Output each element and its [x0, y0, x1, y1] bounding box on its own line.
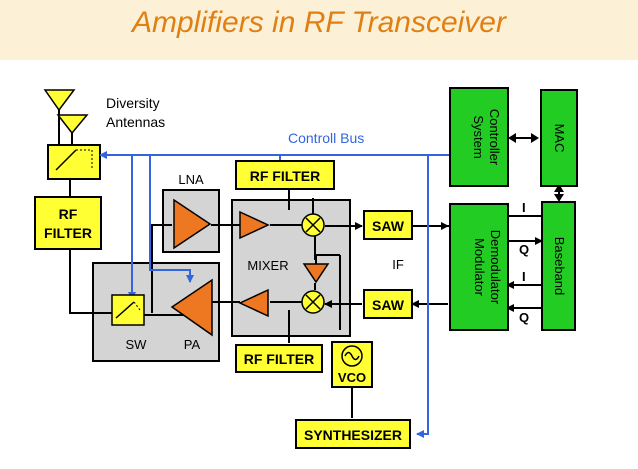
antenna-switch [47, 144, 101, 180]
saw-filter-bottom [363, 289, 413, 319]
pa-amplifier-icon [170, 278, 213, 337]
signal-wires [69, 137, 560, 418]
double-arrow-icon [508, 133, 564, 202]
saw-bottom-label: SAW [372, 297, 405, 313]
lo-feed-wire [315, 254, 340, 264]
control-bus-label: Controll Bus [288, 130, 364, 146]
rf-filter-bottom [235, 344, 323, 373]
sine-wave-icon [344, 351, 360, 361]
mac-label: MAC [552, 124, 567, 153]
mixer-icon [301, 213, 325, 237]
saw-top-label: SAW [372, 218, 405, 234]
lna-label: LNA [178, 172, 204, 187]
diversity-label-line1: Diversity [106, 95, 160, 111]
mixer-amplifier-icon [239, 210, 270, 240]
sw-label: SW [126, 337, 148, 352]
mac-block [540, 89, 578, 187]
system-controller-block [449, 87, 509, 187]
control-bus-lines [99, 151, 450, 438]
synthesizer-label: SYNTHESIZER [304, 427, 402, 443]
rf-filter-left [34, 196, 102, 250]
antenna-icon [56, 114, 89, 145]
lna-amplifier-icon [173, 198, 212, 250]
modulator-line2: Demodulator [488, 230, 503, 305]
baseband-label: Baseband [552, 237, 567, 296]
saw-filter-top [363, 210, 413, 240]
baseband-block [541, 201, 576, 331]
pa-label: PA [184, 337, 201, 352]
mixer-icon [301, 290, 325, 314]
rf-filter-top [235, 160, 335, 190]
mixer-label: MIXER [247, 258, 288, 273]
vco-label: VCO [338, 370, 366, 385]
system-controller-line1: System [471, 115, 486, 158]
system-controller-line2: Controller [487, 109, 502, 166]
page-title: Amplifiers in RF Transceiver [132, 6, 506, 39]
i-label-top: I [522, 200, 526, 215]
q-label-top: Q [519, 242, 529, 257]
rf-filter-left-line1: RF [59, 206, 78, 222]
if-label: IF [392, 257, 404, 272]
q-label-bottom: Q [519, 310, 529, 325]
rf-filter-bottom-label: RF FILTER [244, 351, 315, 367]
synthesizer-block [295, 419, 411, 449]
title-bar: Amplifiers in RF Transceiver [0, 0, 638, 60]
lna-panel [162, 189, 220, 253]
rf-filter-left-line2: FILTER [44, 225, 92, 241]
diversity-label-line2: Antennas [106, 114, 165, 130]
modulator-demodulator-block [449, 203, 509, 331]
tx-switch [111, 294, 145, 326]
modulator-line1: Modulator [472, 238, 487, 296]
i-label-bottom: I [522, 269, 526, 284]
rf-filter-top-label: RF FILTER [250, 168, 321, 184]
mixer-amplifier-icon [238, 288, 269, 318]
